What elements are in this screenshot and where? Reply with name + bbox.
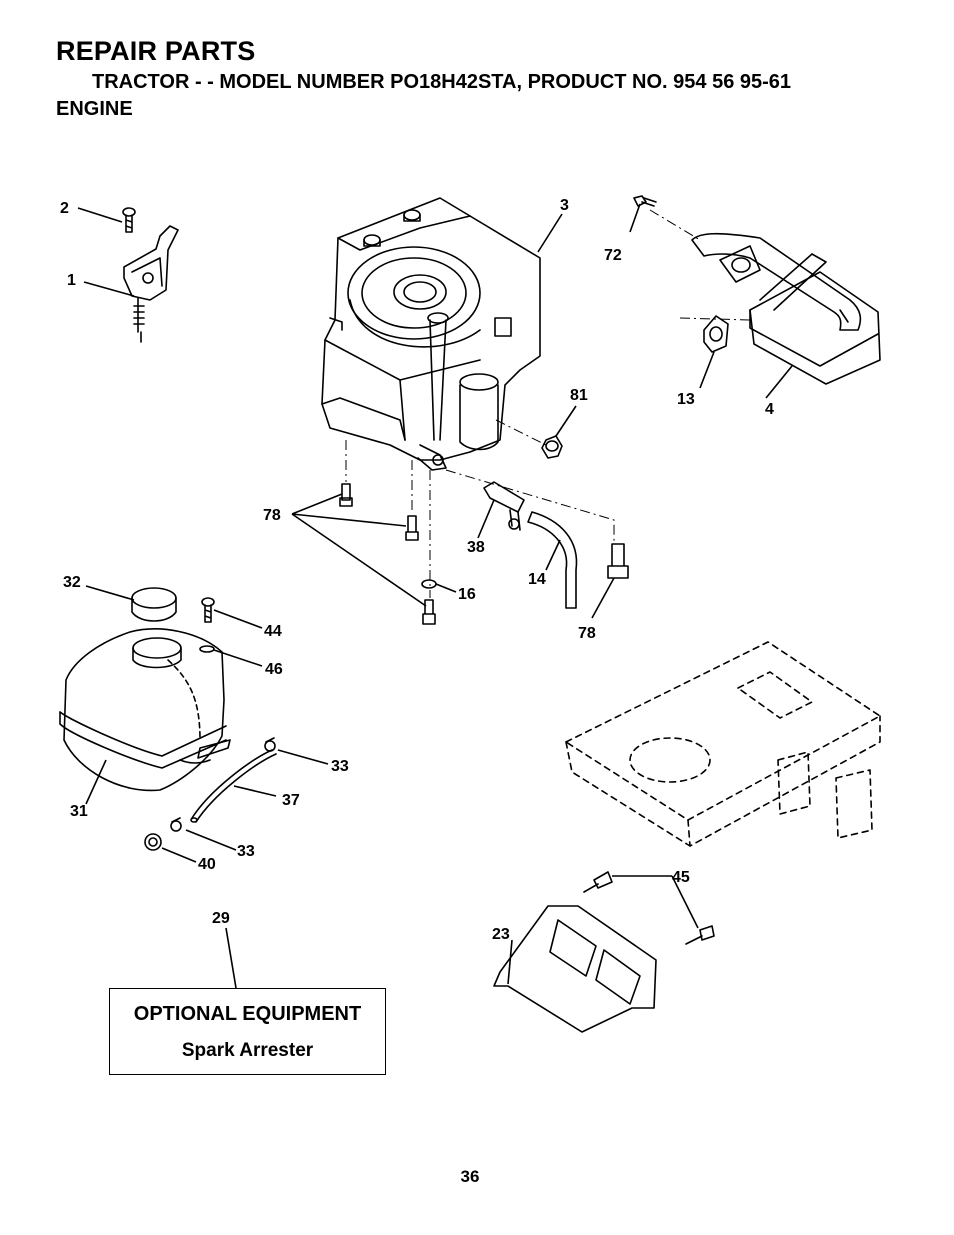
model-subtitle: TRACTOR - - MODEL NUMBER PO18H42STA, PRO… <box>92 71 792 93</box>
callout-2: 2 <box>60 200 69 217</box>
nut-part <box>541 435 563 459</box>
callout-1: 1 <box>67 272 76 289</box>
muffler-part <box>749 253 881 385</box>
callout-78-lower: 78 <box>578 625 596 642</box>
alignment-lines <box>345 209 751 598</box>
callout-46: 46 <box>265 661 283 678</box>
optional-equipment-box: OPTIONAL EQUIPMENT Spark Arrester <box>109 988 386 1075</box>
callout-31: 31 <box>70 803 88 820</box>
fuel-filter-part <box>483 481 525 531</box>
bushing-part <box>144 833 162 851</box>
page-title: REPAIR PARTS <box>56 36 256 66</box>
callout-33-lower: 33 <box>237 843 255 860</box>
callout-29: 29 <box>212 910 230 927</box>
callout-78: 78 <box>263 507 281 524</box>
callout-37: 37 <box>282 792 300 809</box>
guard-bolt-part <box>583 871 715 945</box>
washer-part <box>421 579 437 589</box>
callout-16: 16 <box>458 586 476 603</box>
callout-72: 72 <box>604 247 622 264</box>
optional-equipment-heading: OPTIONAL EQUIPMENT <box>133 1003 362 1025</box>
throttle-control-part <box>123 225 179 343</box>
fuel-line-part <box>190 749 277 823</box>
callout-81: 81 <box>570 387 588 404</box>
guard-plate-part <box>493 905 657 1033</box>
callout-4: 4 <box>765 401 774 418</box>
callout-32: 32 <box>63 574 81 591</box>
engine-part <box>321 197 541 471</box>
callout-23: 23 <box>492 926 510 943</box>
screw-part <box>122 207 136 233</box>
fuel-tank-part <box>59 628 231 792</box>
callout-38: 38 <box>467 539 485 556</box>
callout-44: 44 <box>264 623 282 640</box>
callout-33: 33 <box>331 758 349 775</box>
bolt-part <box>633 195 657 207</box>
section-title: ENGINE <box>56 98 133 120</box>
callout-40: 40 <box>198 856 216 873</box>
tank-screw-part <box>199 597 215 653</box>
hose-clamp-part <box>170 737 276 832</box>
fuel-hose-part <box>527 511 578 609</box>
callout-45: 45 <box>672 869 690 886</box>
frame-part <box>565 641 881 847</box>
callout-3: 3 <box>560 197 569 214</box>
spark-arrester-label: Spark Arrester <box>181 1040 314 1061</box>
exhaust-pipe-part <box>691 232 862 331</box>
callout-13: 13 <box>677 391 695 408</box>
fuel-cap-part <box>131 587 177 622</box>
page-number: 36 <box>460 1167 480 1186</box>
gasket-part <box>703 315 729 353</box>
leader-lines <box>77 203 793 989</box>
callout-14: 14 <box>528 571 546 588</box>
engine-bolt-part <box>339 483 629 625</box>
